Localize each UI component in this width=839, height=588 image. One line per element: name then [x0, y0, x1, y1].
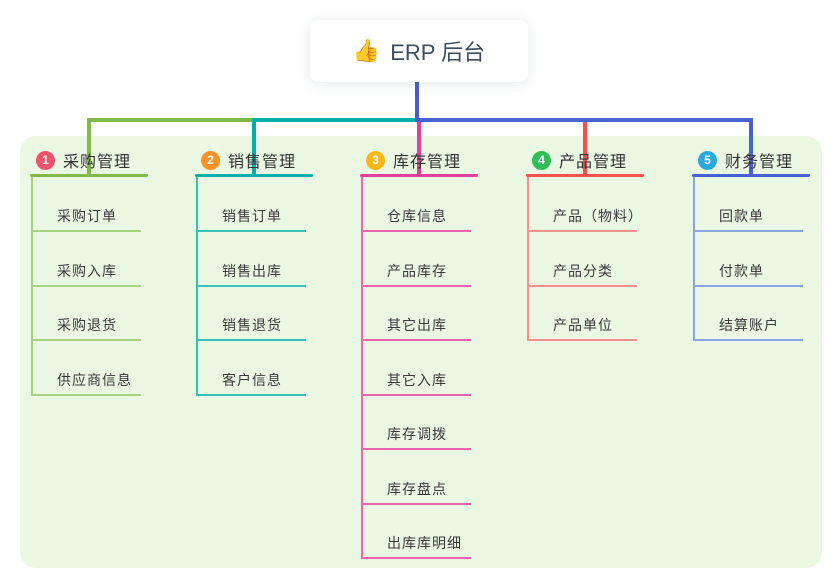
leaf-node[interactable]: 产品库存 — [387, 262, 447, 279]
thumbs-up-icon: 👍 — [352, 38, 381, 63]
branch-column-5: 5 财务管理回款单付款单结算账户 — [692, 146, 839, 566]
branch-node-label: 财务管理 — [725, 154, 794, 171]
connector-trunk-segment — [417, 118, 753, 122]
leaf-underline — [361, 284, 471, 287]
leaf-node[interactable]: 采购退货 — [57, 317, 117, 333]
leaf-underline — [361, 557, 471, 559]
leaf-underline — [693, 339, 803, 341]
branch-subtree-line — [361, 177, 363, 559]
leaf-node[interactable]: 仓库信息 — [387, 208, 447, 224]
leaf-node[interactable]: 出库库明细 — [387, 535, 462, 551]
connector-trunk-segment — [252, 118, 421, 122]
branch-underline — [692, 174, 810, 177]
leaf-underline — [196, 393, 306, 396]
branch-number-badge: 3 — [366, 150, 385, 170]
connector-drop-line — [749, 118, 753, 177]
leaf-node[interactable]: 采购入库 — [57, 262, 117, 279]
leaf-node[interactable]: 采购订单 — [57, 208, 117, 224]
leaf-underline — [361, 230, 471, 232]
branch-column-1: 1 采购管理采购订单采购入库采购退货供应商信息 — [30, 146, 190, 566]
leaf-underline — [527, 339, 637, 341]
leaf-underline — [527, 230, 637, 232]
branch-underline — [360, 174, 478, 177]
mindmap-canvas-panel — [20, 136, 822, 568]
branch-node-label: 产品管理 — [559, 154, 628, 171]
connector-drop-line — [87, 118, 91, 177]
leaf-underline — [196, 230, 306, 232]
leaf-node[interactable]: 产品（物料） — [553, 208, 643, 224]
leaf-node[interactable]: 库存调拨 — [387, 426, 447, 442]
leaf-underline — [693, 284, 803, 287]
branch-node[interactable]: 2 销售管理 — [201, 148, 296, 172]
connector-drop-line — [417, 118, 421, 177]
branch-node[interactable]: 3 库存管理 — [366, 148, 461, 172]
leaf-node[interactable]: 付款单 — [719, 262, 764, 279]
branch-node-label: 销售管理 — [228, 154, 297, 171]
leaf-underline — [31, 339, 141, 341]
leaf-node[interactable]: 销售订单 — [222, 208, 282, 224]
leaf-underline — [361, 448, 471, 450]
leaf-underline — [361, 502, 471, 505]
branch-subtree-line — [693, 177, 695, 341]
connector-root-stem — [415, 82, 419, 122]
leaf-underline — [361, 393, 471, 396]
leaf-underline — [527, 284, 637, 287]
leaf-underline — [693, 230, 803, 232]
branch-node-label: 采购管理 — [63, 154, 132, 171]
connector-drop-line — [252, 118, 256, 177]
leaf-node[interactable]: 销售退货 — [222, 317, 282, 333]
leaf-node[interactable]: 结算账户 — [719, 317, 779, 333]
branch-column-2: 2 销售管理销售订单销售出库销售退货客户信息 — [195, 146, 355, 566]
leaf-node[interactable]: 其它入库 — [387, 371, 447, 388]
leaf-node[interactable]: 其它出库 — [387, 317, 447, 333]
connector-trunk-segment — [87, 118, 252, 122]
branch-number-badge: 5 — [698, 150, 717, 170]
leaf-node[interactable]: 产品单位 — [553, 317, 613, 333]
leaf-node[interactable]: 客户信息 — [222, 371, 282, 388]
leaf-underline — [361, 339, 471, 341]
leaf-underline — [31, 284, 141, 287]
branch-underline — [195, 174, 313, 177]
leaf-underline — [31, 393, 141, 396]
branch-underline — [526, 174, 644, 177]
branch-column-3: 3 库存管理仓库信息产品库存其它出库其它入库库存调拨库存盘点出库库明细 — [360, 146, 520, 566]
branch-number-badge: 2 — [201, 150, 220, 170]
branch-node[interactable]: 5 财务管理 — [698, 148, 793, 172]
branch-subtree-line — [527, 177, 529, 341]
branch-node-label: 库存管理 — [393, 154, 462, 171]
leaf-underline — [196, 284, 306, 287]
leaf-node[interactable]: 供应商信息 — [57, 371, 132, 388]
branch-node[interactable]: 4 产品管理 — [532, 148, 627, 172]
leaf-underline — [31, 230, 141, 232]
root-node[interactable]: 👍 ERP 后台 — [310, 20, 528, 82]
leaf-node[interactable]: 销售出库 — [222, 262, 282, 279]
branch-underline — [30, 174, 148, 177]
leaf-node[interactable]: 产品分类 — [553, 262, 613, 279]
branch-node[interactable]: 1 采购管理 — [36, 148, 131, 172]
branch-number-badge: 4 — [532, 150, 551, 170]
branch-column-4: 4 产品管理产品（物料） 产品分类产品单位 — [526, 146, 686, 566]
leaf-node[interactable]: 库存盘点 — [387, 480, 447, 497]
leaf-node[interactable]: 回款单 — [719, 208, 764, 224]
branch-number-badge: 1 — [36, 150, 55, 170]
connector-drop-line — [583, 118, 587, 177]
root-node-label: ERP 后台 — [390, 40, 486, 65]
leaf-underline — [196, 339, 306, 341]
